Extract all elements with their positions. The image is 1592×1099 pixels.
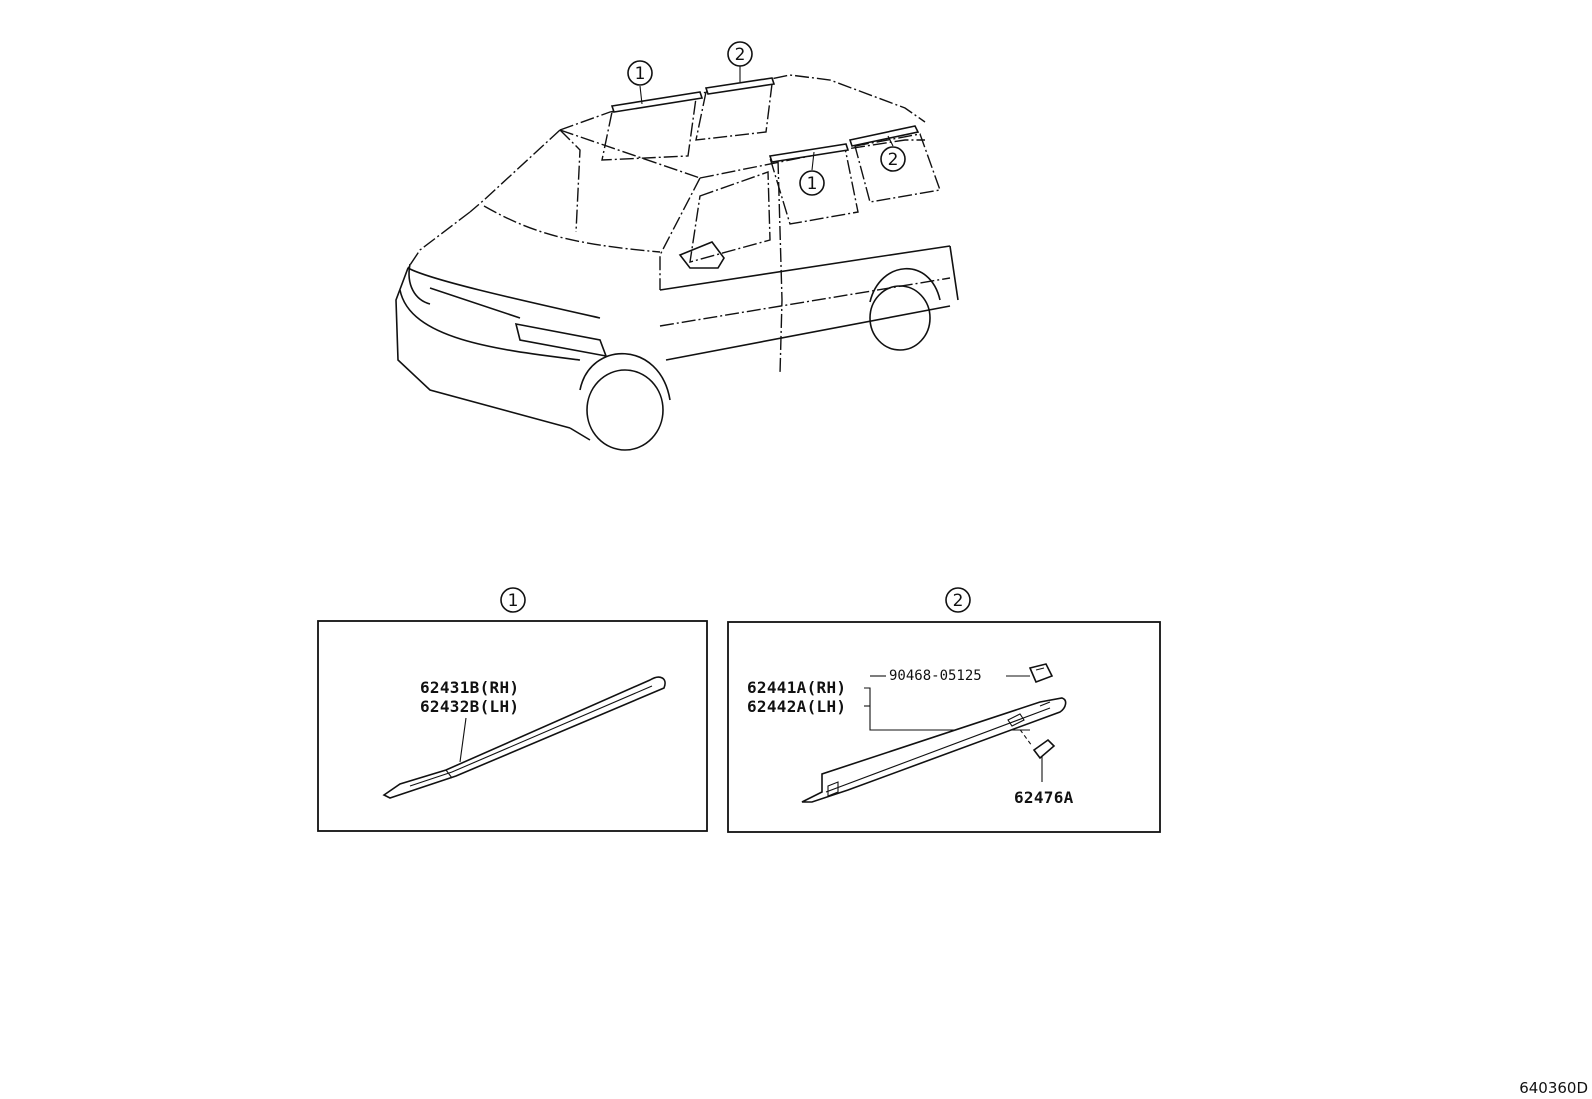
vehicle-callout-1b: 1: [799, 170, 825, 196]
detail-1-callout: 1: [500, 587, 526, 613]
detail-1-label-lh: 62432B(LH): [420, 697, 519, 716]
cap-part-label: 62476A: [1014, 788, 1074, 807]
svg-text:2: 2: [888, 150, 899, 170]
cap-part: [1032, 738, 1056, 760]
svg-text:1: 1: [807, 174, 818, 194]
vehicle-callout-2b: 2: [880, 146, 906, 172]
svg-text:2: 2: [953, 591, 964, 611]
detail-2-label-lh: 62442A(LH): [747, 697, 846, 716]
svg-text:2: 2: [735, 45, 746, 65]
clip-part: [1028, 663, 1054, 684]
vehicle-callout-1a: 1: [627, 60, 653, 86]
detail-2-callout: 2: [945, 587, 971, 613]
vehicle-callout-2a: 2: [727, 41, 753, 67]
detail-1-frame: [317, 620, 708, 832]
clip-part-label: 90468-05125: [889, 668, 982, 684]
vehicle-illustration: [395, 66, 959, 451]
detail-1-label-rh: 62431B(RH): [420, 678, 519, 697]
svg-text:1: 1: [635, 64, 646, 84]
detail-2-frame: [727, 621, 1161, 833]
detail-2-moulding: [801, 697, 1067, 803]
diagram-code: 640360D: [1519, 1079, 1588, 1097]
detail-1-moulding: [382, 676, 666, 799]
svg-text:1: 1: [508, 591, 519, 611]
detail-2-label-rh: 62441A(RH): [747, 678, 846, 697]
